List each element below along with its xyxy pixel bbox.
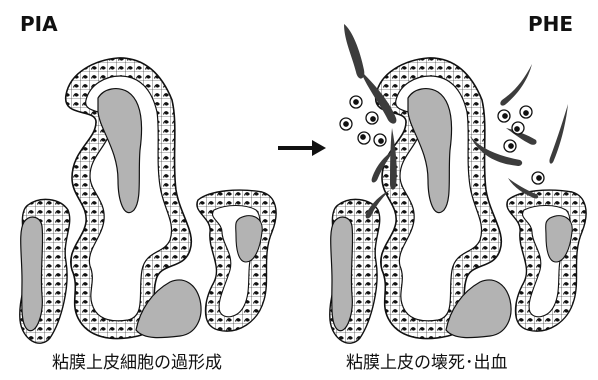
hemorrhage-streak xyxy=(549,104,568,164)
necrotic-cell xyxy=(374,134,386,146)
necrotic-cell xyxy=(340,118,352,130)
necrotic-cell xyxy=(512,122,524,134)
hemorrhage-streak xyxy=(390,128,397,190)
necrotic-cell xyxy=(520,106,532,118)
phe-tissue xyxy=(330,24,586,343)
necrotic-cell xyxy=(504,140,516,152)
necrotic-cell xyxy=(350,96,362,108)
transition-arrow xyxy=(278,140,326,156)
necrotic-cell xyxy=(366,112,378,124)
pia-caption: 粘膜上皮細胞の過形成 xyxy=(52,348,222,373)
pia-stroma-left xyxy=(21,217,43,331)
pia-tissue xyxy=(20,58,276,343)
phe-stroma-left xyxy=(331,217,353,331)
phe-caption: 粘膜上皮の壊死･出血 xyxy=(346,348,508,373)
hemorrhage-streak xyxy=(500,64,532,106)
necrotic-cell xyxy=(532,172,544,184)
hemorrhage-streak xyxy=(344,24,364,79)
necrotic-cell xyxy=(358,132,370,144)
necrotic-cell xyxy=(498,110,510,122)
